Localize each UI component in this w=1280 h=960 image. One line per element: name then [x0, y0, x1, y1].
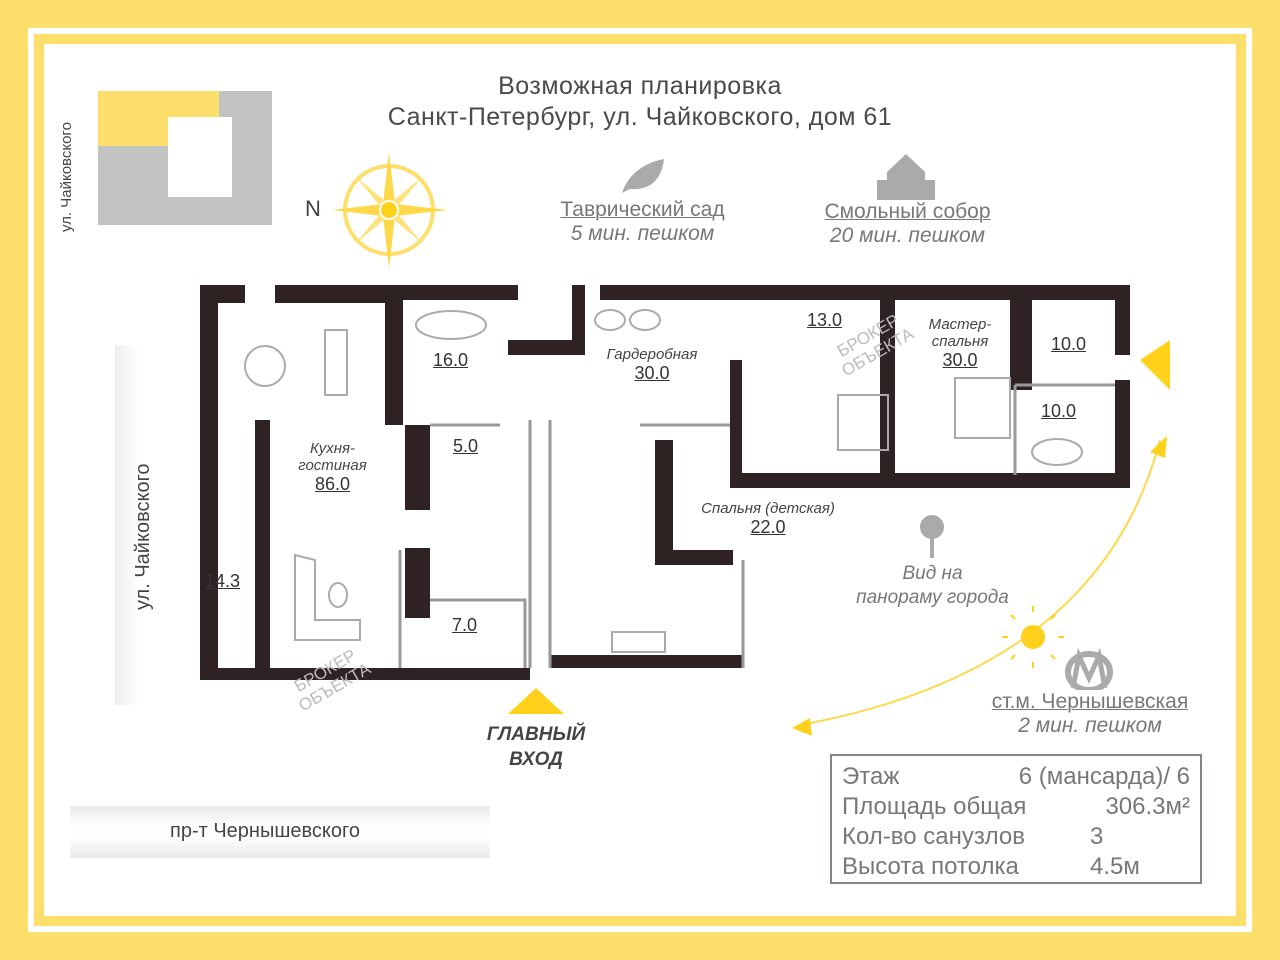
info-label: Этаж — [842, 763, 900, 790]
room-bath-1: 16.0 — [433, 350, 468, 371]
apartment-info-box: Этаж 6 (мансарда)/ 6 Площадь общая 306.3м²… — [830, 754, 1202, 884]
compass-north: N — [305, 196, 321, 221]
room-area: 22.0 — [750, 517, 786, 537]
info-label: Площадь общая — [842, 793, 1027, 820]
room-wc: 5.0 — [453, 436, 478, 457]
poi-tavrichesky[interactable]: Таврический сад 5 мин. пешком — [530, 198, 755, 246]
room-kids-bedroom: Спальня (детская)22.0 — [688, 500, 848, 538]
info-row-floor: Этаж 6 (мансарда)/ 6 — [842, 762, 1190, 792]
street-label-bottom: пр-т Чернышевского — [170, 820, 360, 842]
sun-icon — [1002, 606, 1064, 668]
info-row-bathrooms: Кол-во санузлов 3 — [842, 822, 1190, 852]
main-entrance-label: ГЛАВНЫЙ ВХОД — [486, 724, 586, 770]
map-pin-icon — [920, 515, 944, 558]
cathedral-icon — [877, 154, 935, 200]
poi-name[interactable]: Смольный собор — [824, 200, 991, 223]
entrance-arrow-icon — [508, 688, 564, 714]
room-area: 10.0 — [1041, 401, 1077, 421]
room-name: Мастер- спальня — [928, 316, 992, 350]
room-area: 10.0 — [1051, 334, 1087, 354]
info-label: Высота потолка — [842, 853, 1019, 880]
info-value: 6 (мансарда)/ 6 — [1018, 763, 1190, 790]
room-name: Кухня- гостиная — [298, 440, 367, 474]
poi-time: 2 мин. пешком — [1018, 714, 1162, 737]
metro-icon — [1065, 648, 1113, 690]
room-area: 30.0 — [634, 363, 670, 383]
view-arrow-icon — [1140, 340, 1170, 390]
poi-metro[interactable]: ст.м. Чернышевская 2 мин. пешком — [965, 690, 1215, 738]
sun-path — [799, 439, 1161, 726]
title-line-1: Возможная планировка — [498, 72, 782, 100]
info-value: 4.5м — [1090, 853, 1140, 880]
room-area: 5.0 — [453, 436, 479, 456]
room-area: 13.0 — [807, 310, 843, 330]
walls — [200, 285, 1130, 680]
room-area: 7.0 — [452, 615, 478, 635]
info-label: Кол-во санузлов — [842, 823, 1025, 850]
room-name: Спальня (детская) — [701, 500, 835, 517]
building-location-map — [98, 91, 272, 225]
street-band-bottom — [70, 806, 490, 858]
poi-time: 5 мин. пешком — [570, 222, 715, 245]
poi-smolny[interactable]: Смольный собор 20 мин. пешком — [795, 200, 1020, 248]
room-7: 7.0 — [452, 615, 477, 636]
poi-name[interactable]: ст.м. Чернышевская — [991, 690, 1189, 713]
room-area: 16.0 — [433, 350, 469, 370]
frame-border — [28, 28, 1252, 932]
room-14: 14.3 — [205, 571, 240, 592]
room-area: 30.0 — [942, 350, 978, 370]
info-row-area: Площадь общая 306.3м² — [842, 792, 1190, 822]
room-area: 14.3 — [205, 571, 241, 591]
info-value: 3 — [1090, 823, 1104, 850]
info-row-ceiling: Высота потолка 4.5м — [842, 852, 1190, 882]
title-line-2: Санкт-Петербург, ул. Чайковского, дом 61 — [387, 103, 893, 131]
info-value: 306.3м² — [1105, 793, 1190, 820]
room-10b: 10.0 — [1041, 401, 1076, 422]
room-13: 13.0 — [807, 310, 842, 331]
leaf-icon — [622, 159, 664, 193]
room-10a: 10.0 — [1051, 334, 1086, 355]
poi-time: 20 мин. пешком — [829, 224, 986, 247]
poi-name[interactable]: Таврический сад — [560, 198, 725, 221]
room-area: 86.0 — [314, 474, 351, 494]
city-view-label: Вид на панораму города — [856, 563, 1009, 608]
room-name: Гардеробная — [606, 346, 698, 363]
street-label-left: ул. Чайковского — [132, 463, 154, 610]
compass-rose-icon — [332, 152, 448, 268]
street-band-left — [115, 345, 139, 705]
